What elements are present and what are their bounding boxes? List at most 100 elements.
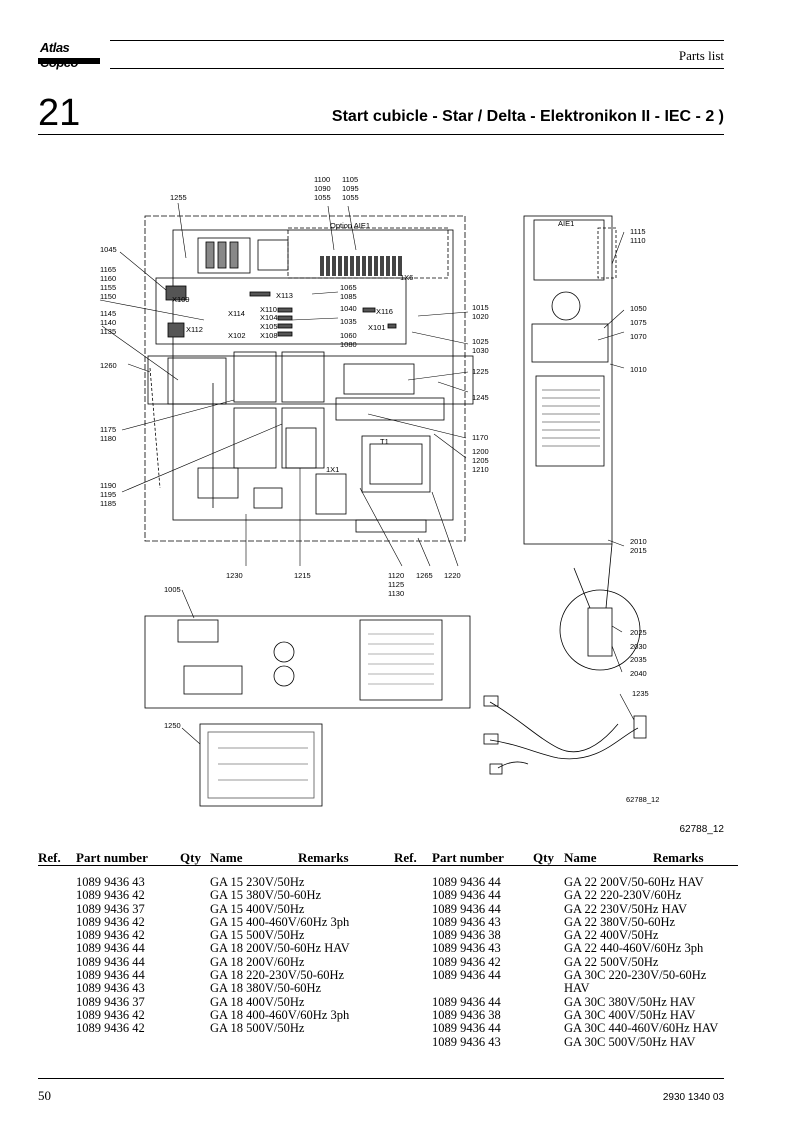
callout-1100: 1100 bbox=[314, 175, 330, 184]
label-X105: X105 bbox=[260, 322, 278, 331]
table-row: 1089 9436 44 GA 18 200V/50-60Hz HAV bbox=[38, 941, 388, 956]
part-number: 1089 9436 44 bbox=[76, 968, 145, 983]
part-name: GA 30C 440-460V/60Hz HAV bbox=[564, 1021, 719, 1036]
part-number: 1089 9436 38 bbox=[432, 928, 501, 943]
callout-2035: 2035 bbox=[630, 655, 647, 664]
header-remarks-left: Remarks bbox=[298, 850, 349, 865]
table-row: 1089 9436 42 GA 22 500V/50Hz bbox=[394, 954, 744, 969]
label-aie1: AIE1 bbox=[558, 219, 574, 228]
callout-1055b: 1055 bbox=[342, 193, 359, 202]
part-name: GA 22 380V/50-60Hz bbox=[564, 914, 676, 929]
part-number: 1089 9436 42 bbox=[432, 954, 501, 969]
part-name: GA 22 440-460V/60Hz 3ph bbox=[564, 941, 704, 956]
callout-1065: 1065 bbox=[340, 283, 357, 292]
callout-1135: 1135 bbox=[100, 327, 116, 336]
table-row: 1089 9436 42 GA 18 500V/50Hz bbox=[38, 1021, 388, 1036]
part-name: GA 15 400V/50Hz bbox=[210, 901, 305, 916]
callout-1035: 1035 bbox=[340, 317, 357, 326]
header-remarks-right: Remarks bbox=[653, 850, 704, 865]
part-name: GA 22 400V/50Hz bbox=[564, 928, 659, 943]
part-name: GA 22 200V/50-60Hz HAV bbox=[564, 875, 704, 889]
callout-1140: 1140 bbox=[100, 318, 116, 327]
part-number: 1089 9436 43 bbox=[432, 914, 501, 929]
callout-1215: 1215 bbox=[294, 571, 311, 580]
label-X101: X101 bbox=[368, 323, 386, 332]
callout-1025: 1025 bbox=[472, 337, 489, 346]
side-cabinet bbox=[523, 215, 617, 545]
atlas-copco-logo: Atlas Copco bbox=[38, 36, 102, 70]
main-cabinet bbox=[144, 215, 474, 542]
callout-1095: 1095 bbox=[342, 184, 359, 193]
part-number: 1089 9436 38 bbox=[432, 1007, 501, 1022]
callout-1105: 1105 bbox=[342, 175, 358, 184]
header-part-left: Part number bbox=[76, 850, 148, 865]
callout-1220: 1220 bbox=[444, 571, 461, 580]
part-name: GA 18 200V/50-60Hz HAV bbox=[210, 941, 350, 956]
part-name: GA 18 400-460V/60Hz 3ph bbox=[210, 1007, 350, 1022]
callout-2025: 2025 bbox=[630, 628, 647, 637]
figure-number: 62788_12 bbox=[679, 824, 725, 835]
label-X104: X104 bbox=[260, 313, 278, 322]
callout-1245: 1245 bbox=[472, 393, 489, 402]
part-number: 1089 9436 43 bbox=[76, 875, 145, 889]
callout-1180: 1180 bbox=[100, 434, 116, 443]
part-name: GA 15 500V/50Hz bbox=[210, 928, 305, 943]
callout-1050: 1050 bbox=[630, 304, 647, 313]
callout-1230: 1230 bbox=[226, 571, 243, 580]
part-number: 1089 9436 44 bbox=[432, 994, 501, 1009]
part-number: 1089 9436 44 bbox=[432, 1021, 501, 1036]
callout-1150: 1150 bbox=[100, 292, 116, 301]
section-label: Parts list bbox=[678, 48, 724, 63]
callout-1145: 1145 bbox=[100, 309, 116, 318]
part-name: HAV bbox=[564, 981, 590, 996]
chapter-number: 21 bbox=[38, 92, 81, 134]
callout-1200: 1200 bbox=[472, 447, 489, 456]
part-number: 1089 9436 42 bbox=[76, 1021, 145, 1036]
callout-1160: 1160 bbox=[100, 274, 116, 283]
bottom-plate bbox=[144, 615, 471, 709]
part-name: GA 22 500V/50Hz bbox=[564, 954, 659, 969]
label-1X1: 1X1 bbox=[326, 465, 339, 474]
header-qty-right: Qty bbox=[533, 850, 554, 865]
part-number: 1089 9436 43 bbox=[432, 941, 501, 956]
callout-1265: 1265 bbox=[416, 571, 433, 580]
part-name: GA 18 380V/50-60Hz bbox=[210, 981, 322, 996]
callout-2010: 2010 bbox=[630, 537, 647, 546]
callout-1085: 1085 bbox=[340, 292, 357, 301]
part-name: GA 15 230V/50Hz bbox=[210, 875, 305, 889]
part-number: 1089 9436 44 bbox=[76, 941, 145, 956]
callout-1195: 1195 bbox=[100, 490, 116, 499]
callout-1235: 1235 bbox=[632, 689, 649, 698]
table-header-rule bbox=[38, 865, 738, 866]
callout-1070: 1070 bbox=[630, 332, 647, 341]
label-X114: X114 bbox=[228, 309, 245, 318]
pcb bbox=[199, 723, 323, 807]
callout-1175: 1175 bbox=[100, 425, 116, 434]
part-name: GA 15 380V/50-60Hz bbox=[210, 888, 322, 903]
callout-1190: 1190 bbox=[100, 481, 116, 490]
logo-bar bbox=[38, 58, 100, 64]
callout-1210: 1210 bbox=[472, 465, 489, 474]
table-row: 1089 9436 38 GA 22 400V/50Hz bbox=[394, 928, 744, 943]
part-number: 1089 9436 44 bbox=[432, 968, 501, 983]
callout-1045: 1045 bbox=[100, 245, 117, 254]
label-X110: X110 bbox=[260, 305, 277, 314]
part-name: GA 18 500V/50Hz bbox=[210, 1021, 305, 1036]
part-number: 1089 9436 44 bbox=[432, 901, 501, 916]
part-number: 1089 9436 44 bbox=[76, 954, 145, 969]
label-X113: X113 bbox=[276, 291, 293, 300]
label-T1: T1 bbox=[380, 437, 389, 446]
